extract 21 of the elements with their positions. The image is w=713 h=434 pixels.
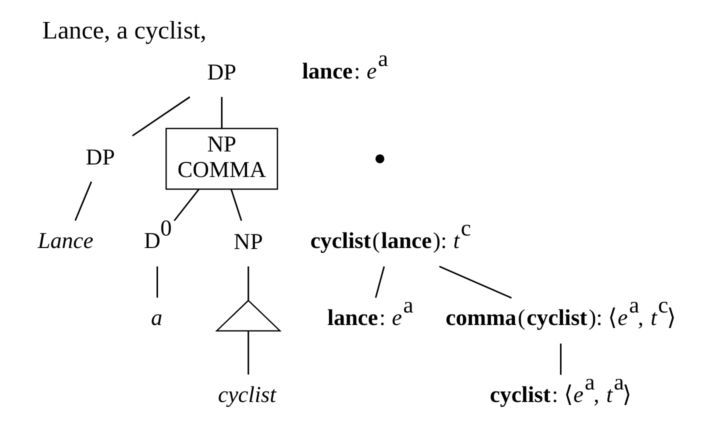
node-dot [375, 154, 384, 164]
connector [439, 266, 512, 299]
connector [560, 344, 562, 375]
node-text: cyclist [218, 382, 276, 408]
connector [374, 266, 385, 298]
diagram-title: Lance, a cyclist, [42, 16, 207, 45]
node-box: NP COMMA [166, 128, 278, 190]
connector [132, 96, 190, 136]
connector [74, 181, 92, 221]
node-triangle [215, 300, 282, 332]
node-text: DP [86, 144, 115, 170]
node-text: DP [207, 60, 236, 85]
connector [230, 189, 242, 221]
connector [174, 188, 200, 222]
node-text: NP [234, 229, 263, 254]
connector [248, 266, 250, 300]
node-text: Lance [38, 228, 94, 253]
connector [221, 96, 223, 128]
node-text: a [150, 305, 162, 330]
connector [248, 331, 250, 375]
connector [156, 266, 158, 298]
